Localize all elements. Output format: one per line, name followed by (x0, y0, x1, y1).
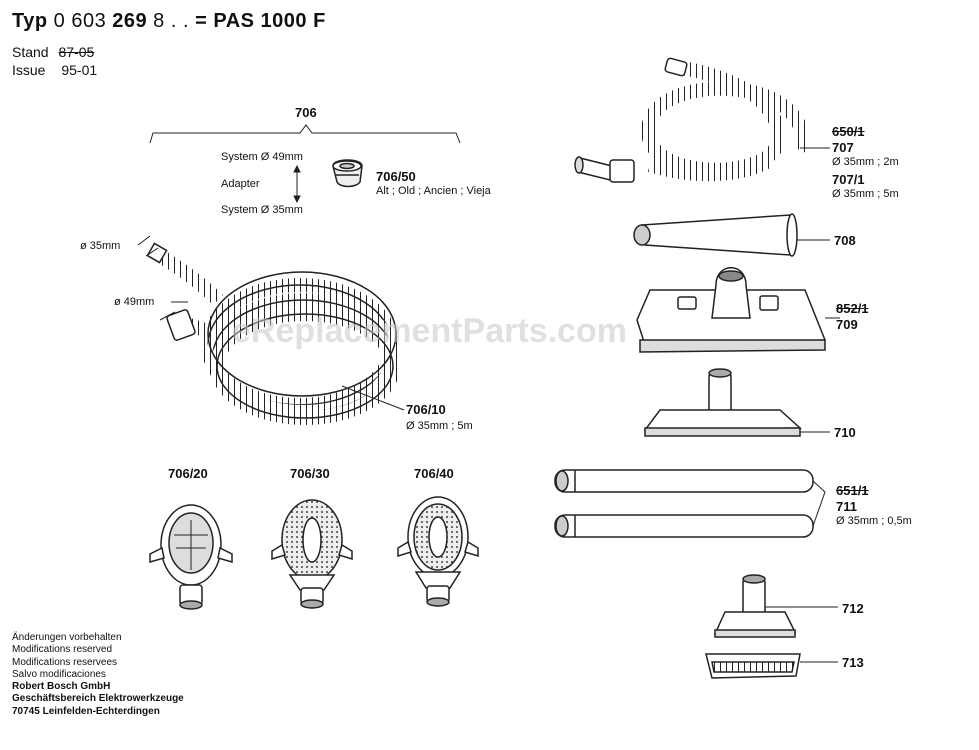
issue-line: Issue 95-01 (12, 62, 97, 78)
typ-number-a: 0 603 (53, 10, 113, 32)
typ-suffix: 8 . . (147, 10, 190, 32)
label-adapter: Adapter (221, 178, 260, 190)
label-709: 709 (836, 317, 858, 332)
footer-line-4: Salvo modificaciones (12, 668, 106, 680)
label-system-49: System Ø 49mm (221, 151, 303, 163)
nozzle-706-40 (397, 496, 479, 607)
model-name: PAS 1000 F (213, 10, 326, 32)
label-710: 710 (834, 425, 856, 440)
crevice-tool-708 (633, 213, 830, 257)
extension-tubes-711 (554, 469, 826, 538)
stand-line: Stand 87-05 (12, 44, 94, 60)
adapter-706-50 (332, 159, 363, 188)
label-712: 712 (842, 601, 864, 616)
hose-707 (574, 57, 830, 183)
floor-nozzle-709 (636, 267, 840, 353)
group-706-bracket (149, 124, 461, 144)
typ-number-b: 269 (112, 10, 148, 32)
issue-label: Issue (12, 62, 46, 78)
nozzle-706-20 (149, 504, 233, 610)
dimension-marks (137, 235, 188, 321)
equals-sign: = (195, 10, 208, 32)
label-707-1: 707/1 (832, 172, 865, 187)
footer-line-2: Modifications reserved (12, 644, 113, 656)
stand-value: 87-05 (58, 44, 95, 60)
label-706-50: 706/50 (376, 169, 416, 184)
label-713: 713 (842, 655, 864, 670)
footer-division: Geschäftsbereich Elektrowerkzeuge (12, 693, 184, 705)
label-650-1: 650/1 (832, 124, 865, 139)
hose-706-10 (146, 242, 405, 425)
label-651-1: 651/1 (836, 483, 869, 498)
nozzle-712 (713, 574, 838, 638)
label-system-35: System Ø 35mm (221, 204, 303, 216)
brush-713 (705, 653, 838, 679)
label-711: 711 (836, 499, 857, 514)
issue-value: 95-01 (61, 62, 98, 78)
label-707-desc: Ø 35mm ; 2m (832, 156, 899, 168)
watermark-text: eReplacementParts.com (232, 312, 627, 350)
label-852-1: 852/1 (836, 301, 869, 316)
dimension-35: ø 35mm (80, 240, 121, 252)
label-711-desc: Ø 35mm ; 0,5m (836, 515, 912, 527)
label-706-40: 706/40 (414, 466, 454, 481)
typ-label: Typ (12, 10, 48, 32)
nozzle-706-30 (271, 499, 353, 609)
footer-notes: Änderungen vorbehalten Modifications res… (12, 632, 184, 718)
footer-company: Robert Bosch GmbH (12, 681, 111, 693)
footer-address: 70745 Leinfelden-Echterdingen (12, 705, 160, 717)
adapter-arrow (293, 164, 301, 204)
label-706-20: 706/20 (168, 466, 208, 481)
label-706-10-desc: Ø 35mm ; 5m (406, 420, 473, 432)
footer-line-1: Änderungen vorbehalten (12, 632, 122, 643)
type-line: Typ 0 603 269 8 . . = PAS 1000 F (12, 10, 326, 33)
stand-label: Stand (12, 44, 49, 60)
label-706: 706 (295, 105, 317, 120)
label-706-30: 706/30 (290, 466, 330, 481)
label-706-50-desc: Alt ; Old ; Ancien ; Vieja (376, 185, 491, 197)
label-707: 707 (832, 140, 854, 155)
label-707-1-desc: Ø 35mm ; 5m (832, 188, 899, 200)
footer-line-3: Modifications reservees (12, 656, 118, 668)
label-708: 708 (834, 233, 856, 248)
label-706-10: 706/10 (406, 402, 446, 417)
dimension-49: ø 49mm (114, 296, 155, 308)
nozzle-710 (643, 368, 830, 437)
